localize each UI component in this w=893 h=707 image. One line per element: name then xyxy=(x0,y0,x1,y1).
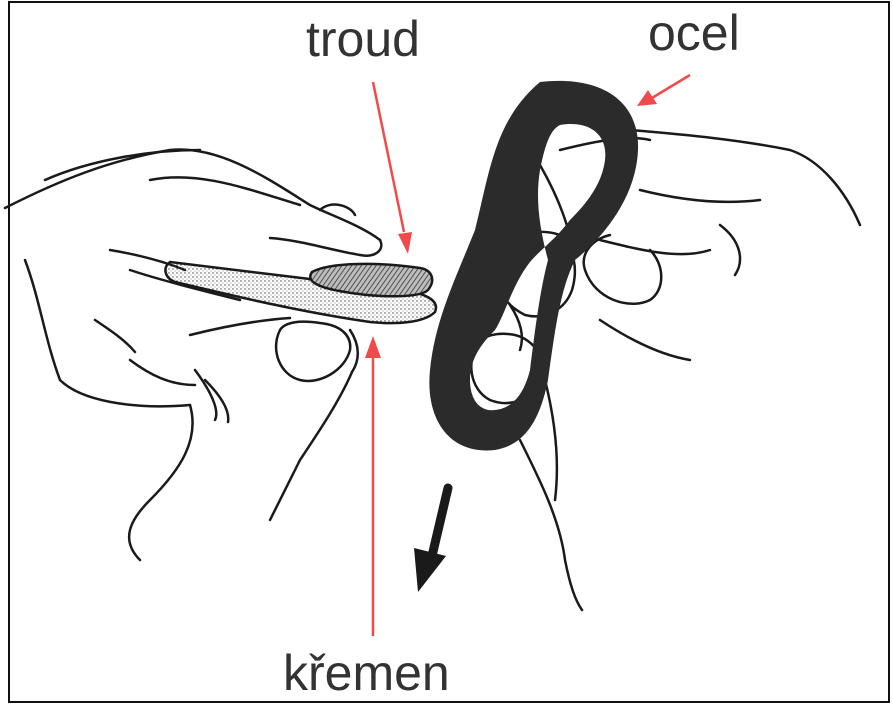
label-kremen: křemen xyxy=(283,648,450,698)
kremen-pointer-arrow xyxy=(365,336,381,636)
left-hand-drawing xyxy=(5,150,381,560)
label-troud: troud xyxy=(306,14,420,64)
troud-pointer-arrow xyxy=(373,82,412,254)
ocel-pointer-arrow xyxy=(637,75,690,106)
down-left-arrow-icon xyxy=(414,488,448,592)
label-ocel: ocel xyxy=(648,8,740,58)
steel-striker xyxy=(429,81,638,451)
